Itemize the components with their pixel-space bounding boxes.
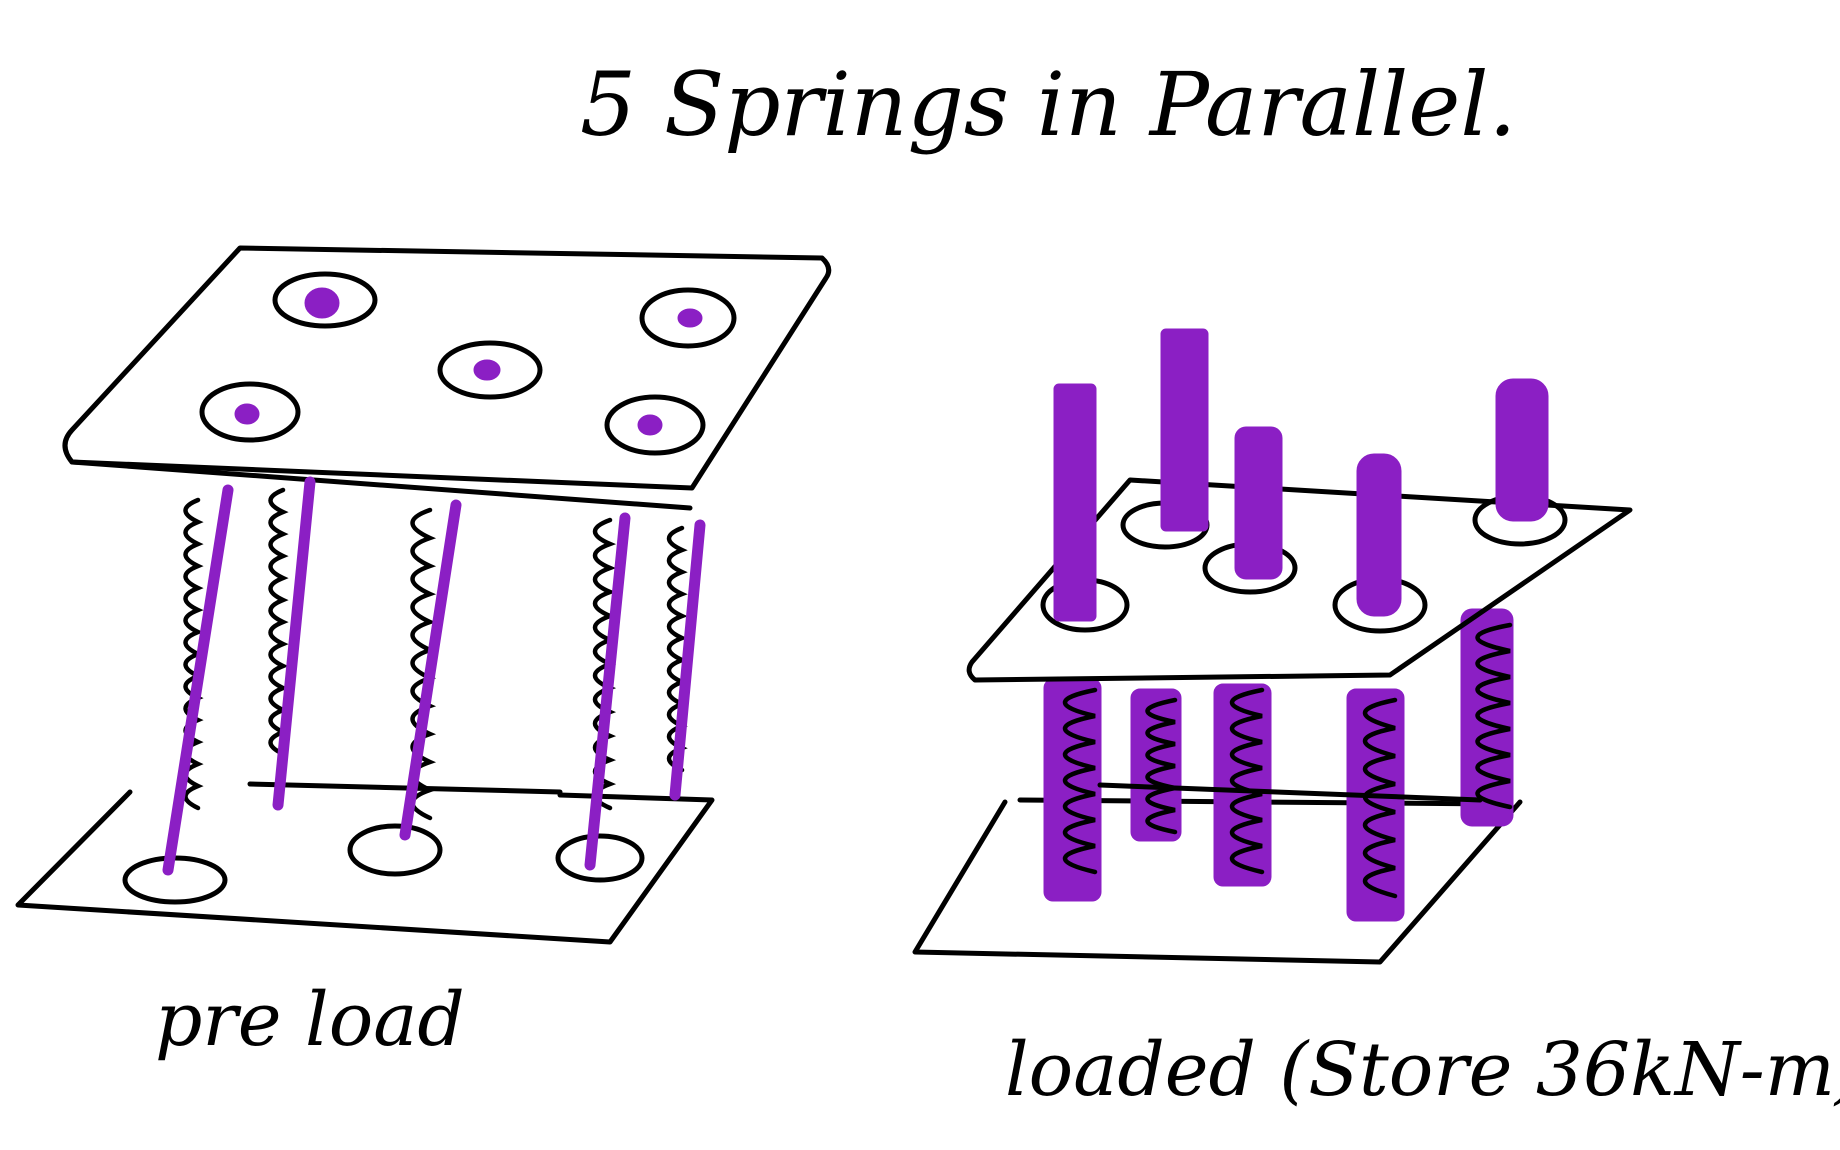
preload-spring-1	[162, 484, 234, 876]
preload-plate-holes	[199, 271, 737, 456]
loaded-spring-5	[1460, 608, 1514, 827]
loaded-spring-4	[1346, 688, 1405, 922]
loaded-spring-3	[1213, 683, 1272, 887]
preload-spring-4	[584, 512, 631, 871]
diagram-title: 5 Springs in Parallel.	[580, 53, 1516, 156]
loaded-spring-1	[1043, 678, 1102, 902]
preload-label: pre load	[155, 977, 465, 1063]
preload-top-plate	[62, 245, 832, 511]
loaded-rods	[1053, 328, 1549, 622]
preload-spring-3	[399, 499, 462, 841]
preload-bottom-holes	[122, 823, 645, 905]
loaded-assembly	[912, 328, 1633, 965]
preload-spring-2	[268, 476, 316, 811]
preload-spring-5	[666, 519, 706, 801]
preload-assembly	[15, 245, 832, 945]
loaded-spring-2	[1130, 688, 1182, 842]
preload-bottom-plate	[15, 781, 715, 945]
loaded-top-plate	[966, 477, 1633, 683]
loaded-label: loaded (Store 36kN-m)	[1005, 1027, 1840, 1113]
